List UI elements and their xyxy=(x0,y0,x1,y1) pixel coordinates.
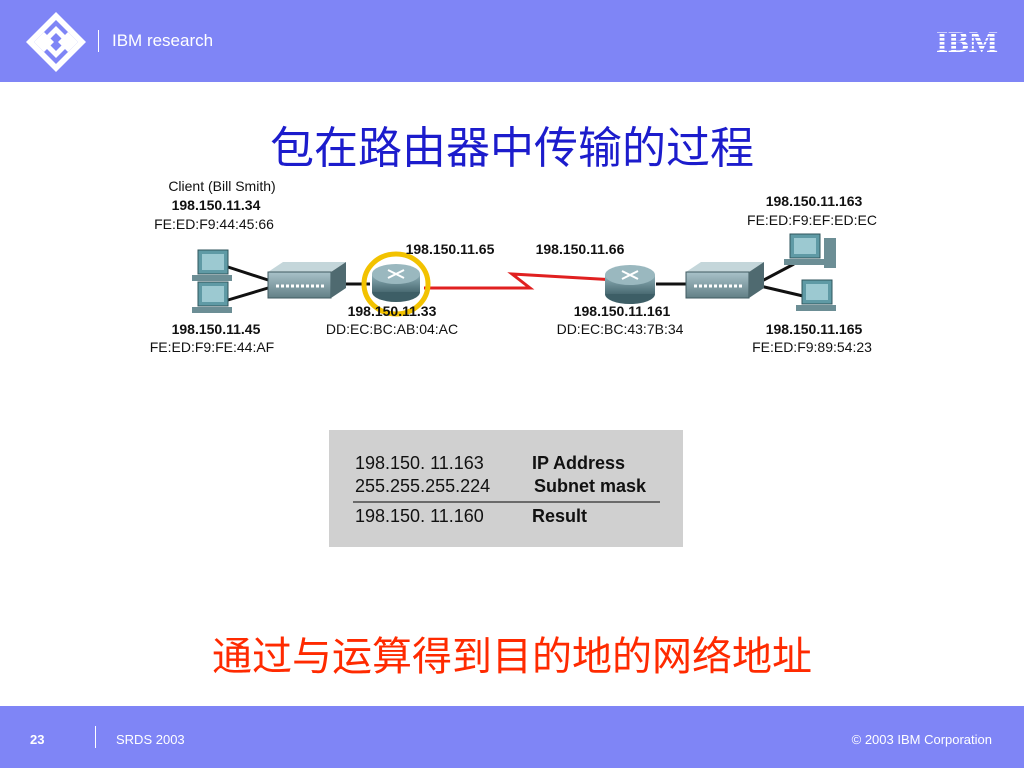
serial-link xyxy=(424,272,617,290)
network-diagram: Client (Bill Smith) 198.150.11.34 FE:ED:… xyxy=(138,172,898,370)
footer-divider xyxy=(95,726,96,748)
client-bottom-mac: FE:ED:F9:FE:44:AF xyxy=(150,339,274,355)
host-bottom-right-ip: 198.150.11.165 xyxy=(766,321,863,337)
header-bar: IBM research IBM xyxy=(0,0,1024,82)
router-right-lan-ip: 198.150.11.161 xyxy=(574,303,671,319)
router-left-lan-ip: 198.150.11.33 xyxy=(348,303,437,319)
host-top-right-mac: FE:ED:F9:EF:ED:EC xyxy=(747,212,877,228)
subnet-mask-label: Subnet mask xyxy=(534,476,647,496)
client-top-mac: FE:ED:F9:44:45:66 xyxy=(154,216,274,232)
page-number: 23 xyxy=(30,732,45,747)
client-top-ip: 198.150.11.34 xyxy=(172,197,261,213)
slide-subtitle: 通过与运算得到目的地的网络地址 xyxy=(212,634,812,680)
right-router-icon xyxy=(605,265,655,304)
subnet-calculation-table: 198.150. 11.163 IP Address 255.255.255.2… xyxy=(329,430,683,547)
ibm-research-logo-icon xyxy=(26,12,86,72)
result-value: 198.150. 11.160 xyxy=(355,506,484,526)
client-top-pc-icon xyxy=(192,249,232,281)
right-switch-icon xyxy=(685,262,764,299)
host-top-right-pc-icon xyxy=(784,233,836,268)
footer-bar: 23 SRDS 2003 © 2003 IBM Corporation xyxy=(0,706,1024,768)
host-bottom-right-mac: FE:ED:F9:89:54:23 xyxy=(752,339,872,355)
result-label: Result xyxy=(532,506,588,526)
client-bottom-pc-icon xyxy=(192,281,232,313)
left-switch-icon xyxy=(267,262,346,299)
router-left-serial-ip: 198.150.11.65 xyxy=(406,241,495,257)
host-bottom-right-pc-icon xyxy=(796,279,836,311)
host-top-right-ip: 198.150.11.163 xyxy=(766,193,863,209)
client-top-name: Client (Bill Smith) xyxy=(168,178,275,194)
router-left-lan-mac: DD:EC:BC:AB:04:AC xyxy=(326,321,458,337)
network-cables xyxy=(227,262,804,302)
footer-copyright: © 2003 IBM Corporation xyxy=(851,732,992,747)
ibm-logo-icon: IBM xyxy=(936,26,998,54)
subnet-mask-value: 255.255.255.224 xyxy=(355,476,491,496)
ip-address-value: 198.150. 11.163 xyxy=(355,453,484,473)
ip-address-label: IP Address xyxy=(532,453,626,473)
footer-event: SRDS 2003 xyxy=(116,732,185,747)
table-divider xyxy=(353,501,660,503)
left-router-icon xyxy=(361,251,431,317)
client-bottom-ip: 198.150.11.45 xyxy=(172,321,261,337)
router-right-lan-mac: DD:EC:BC:43:7B:34 xyxy=(557,321,684,337)
ibm-logo-text: IBM xyxy=(936,26,998,54)
header-divider xyxy=(98,30,99,52)
slide-title: 包在路由器中传输的过程 xyxy=(270,123,754,174)
header-brand: IBM research xyxy=(112,31,214,50)
router-right-serial-ip: 198.150.11.66 xyxy=(536,241,625,257)
